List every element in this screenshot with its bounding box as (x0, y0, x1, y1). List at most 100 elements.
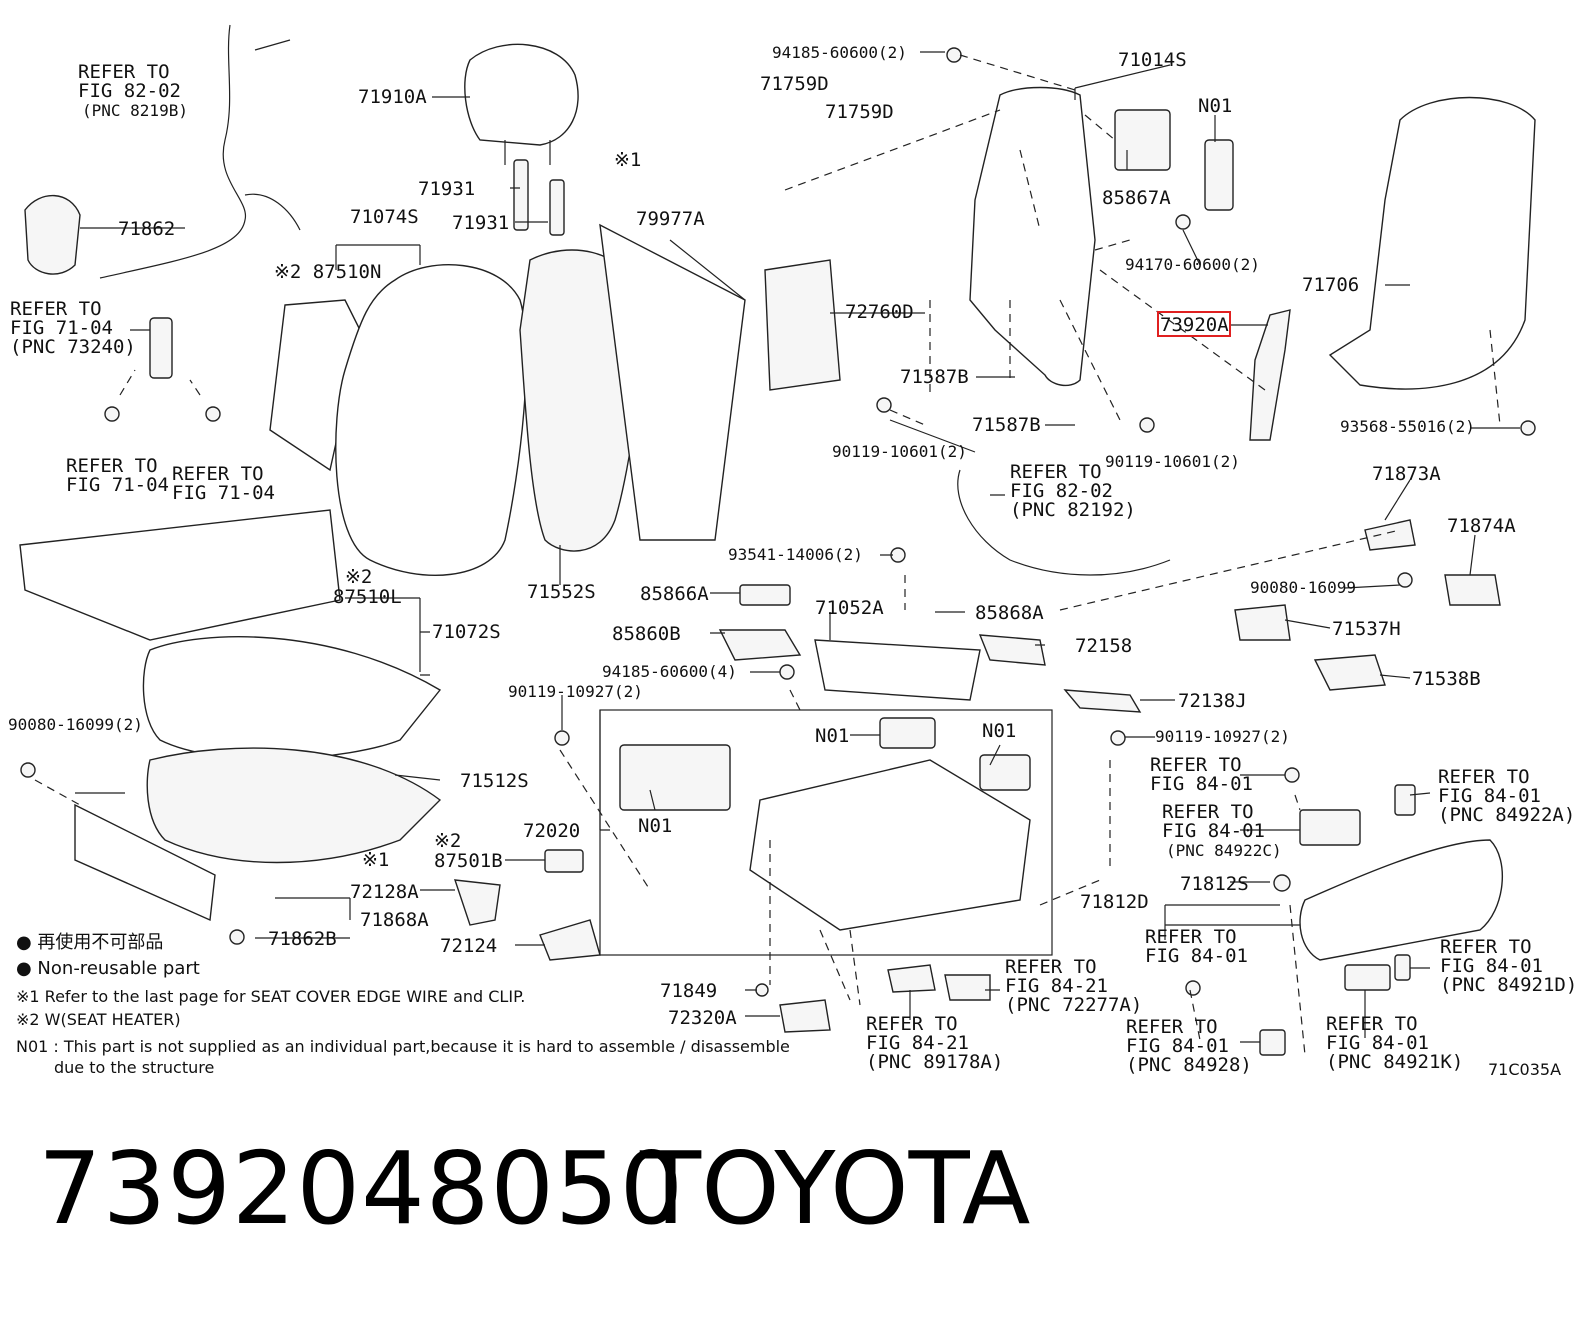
label-85867A: 85867A (1102, 187, 1171, 209)
part-89178A-shape (887, 964, 936, 993)
label-71052A: 71052A (815, 597, 884, 619)
bolt-90080-left (20, 762, 36, 778)
part-79977A-panel (599, 223, 746, 541)
label-87510L: ※2 87510L (333, 566, 402, 608)
bolt-90119-10601-b (1139, 417, 1155, 433)
part-84921K-knob (1344, 964, 1391, 991)
nut-94170 (1175, 214, 1191, 230)
label-x1-b: ※1 (362, 849, 389, 871)
part-84922C-switch (1299, 809, 1361, 846)
label-71812S: 71812S (1180, 873, 1249, 895)
label-71874A: 71874A (1447, 515, 1516, 537)
label-90080-16099-2: 90080-16099(2) (8, 715, 143, 734)
part-n01-motor-upper (1204, 139, 1234, 211)
bolt-93568 (1520, 420, 1536, 436)
part-n01-motor-right (979, 754, 1031, 791)
label-72124: 72124 (440, 935, 497, 957)
label-refer-71-04-b: REFER TO FIG 71-04 (66, 455, 169, 496)
part-71931-guide-a (513, 159, 529, 231)
part-71537H-shape (1234, 604, 1291, 641)
part-71072S-cushion-cover (142, 636, 442, 760)
legend-jp: ● 再使用不可部品 (16, 932, 163, 953)
label-85868A: 85868A (975, 602, 1044, 624)
clip-71849 (755, 983, 769, 997)
label-refer-71-04-a: REFER TO FIG 71-04 (PNC 73240) (10, 298, 136, 358)
label-79977A: 79977A (636, 208, 705, 230)
label-71552S: 71552S (527, 581, 596, 603)
legend-n01-line2: due to the structure (54, 1058, 214, 1077)
label-87510N: ※2 87510N (274, 261, 381, 283)
bolt-90119-10601-a (876, 397, 892, 413)
part-71538B-shape (1313, 654, 1386, 691)
part-71052A-mat (814, 639, 981, 701)
part-72277A-shape (944, 974, 991, 1001)
label-71538B: 71538B (1412, 668, 1481, 690)
part-72320A-shape (779, 999, 831, 1033)
bolt-93541 (890, 547, 906, 563)
legend-en: ● Non-reusable part (16, 958, 200, 979)
legend-note2: ※2 W(SEAT HEATER) (16, 1010, 181, 1029)
part-71706-back-board (1328, 96, 1536, 390)
wire-harness-upper (99, 24, 301, 279)
label-71931-a: 71931 (418, 178, 475, 200)
part-73920A-shape (1249, 309, 1291, 441)
label-90119-10927-2b: 90119-10927(2) (1155, 727, 1290, 746)
parts-diagram: REFER TO FIG 82-02 (PNC 8219B) 71910A 71… (8, 24, 1577, 1079)
label-71587B-a: 71587B (900, 366, 969, 388)
label-n01-a: N01 (1198, 95, 1232, 117)
label-refer-84-01-b: REFER TO FIG 84-01 (PNC 84922A) (1438, 766, 1575, 826)
part-85860B-shape (718, 629, 802, 661)
label-85860B: 85860B (612, 623, 681, 645)
part-87501B-box (544, 849, 584, 873)
label-72320A: 72320A (668, 1007, 737, 1029)
label-refer-84-01-e: REFER TO FIG 84-01 (PNC 84921D) (1440, 936, 1577, 996)
brand-name: TOYOTA (640, 1130, 1031, 1247)
label-72760D: 72760D (845, 301, 914, 323)
label-refer-82-02: REFER TO FIG 82-02 (PNC 8219B) (78, 61, 192, 120)
clip-84-01-d (1185, 980, 1201, 996)
label-71910A: 71910A (358, 86, 427, 108)
label-refer-71-04-c: REFER TO FIG 71-04 (172, 463, 275, 504)
label-73920A: 73920A (1160, 314, 1229, 336)
label-71072S: 71072S (432, 621, 501, 643)
label-72020: 72020 (523, 820, 580, 842)
part-84928-switch (1259, 1029, 1286, 1056)
part-87510L-heater (19, 509, 341, 641)
part-71862-shape (24, 194, 81, 275)
label-71862B: 71862B (268, 928, 337, 950)
label-71074S: 71074S (350, 206, 419, 228)
label-90119-10601-a: 90119-10601(2) (832, 442, 967, 461)
clip-84-01-a (1284, 767, 1300, 783)
part-71074S-seatback-cover (335, 264, 527, 576)
label-72128A: 72128A (350, 881, 419, 903)
part-84921D-knob (1394, 954, 1411, 981)
label-71862: 71862 (118, 218, 175, 240)
part-n01-motor-left (619, 744, 731, 811)
part-71874A-shape (1444, 574, 1501, 606)
label-71931-b: 71931 (452, 212, 509, 234)
label-refer-84-01-f: REFER TO FIG 84-01 (PNC 84928) (1126, 1016, 1252, 1076)
label-93541-14006-2: 93541-14006(2) (728, 545, 863, 564)
part-71014S-seatback-frame (969, 86, 1096, 387)
label-71873A: 71873A (1372, 463, 1441, 485)
part-72138J-shape (1063, 689, 1142, 713)
part-71868A-front-trim (74, 803, 216, 922)
label-71812D: 71812D (1080, 891, 1149, 913)
label-71849: 71849 (660, 980, 717, 1002)
legend-note1: ※1 Refer to the last page for SEAT COVER… (16, 987, 525, 1006)
part-72020-frame-box (599, 709, 1053, 956)
label-71587B-b: 71587B (972, 414, 1041, 436)
label-94185-60600-4: 94185-60600(4) (602, 662, 737, 681)
label-94170-60600-2: 94170-60600(2) (1125, 255, 1260, 274)
part-85867A-module (1114, 109, 1171, 171)
label-refer-84-01-g: REFER TO FIG 84-01 (PNC 84921K) (1326, 1013, 1463, 1073)
part-84922A-switch (1394, 784, 1416, 816)
label-refer-84-01-a: REFER TO FIG 84-01 (1150, 754, 1253, 795)
leader-lines (75, 51, 1520, 1043)
dash-lines (34, 54, 1501, 1056)
part-71873A-shape (1364, 519, 1416, 551)
bolt-90080-right (1397, 572, 1413, 588)
part-72128A-shape (453, 879, 501, 926)
label-71868A: 71868A (360, 909, 429, 931)
label-90119-10601-b: 90119-10601(2) (1105, 452, 1240, 471)
